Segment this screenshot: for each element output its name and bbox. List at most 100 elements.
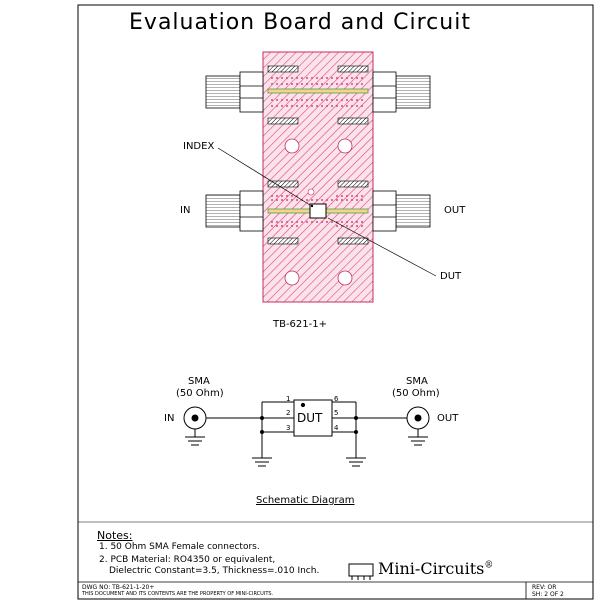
via-dot — [276, 199, 278, 201]
via-dot — [336, 199, 338, 201]
upper-pad-tr — [337, 65, 369, 73]
note-item: 1. 50 Ohm SMA Female connectors. — [99, 542, 260, 552]
via-dot — [336, 195, 338, 197]
notes-title: Notes: — [97, 529, 133, 542]
via-dot — [356, 225, 358, 227]
upper-through-line — [267, 65, 369, 125]
dut-pad-bl — [267, 237, 299, 245]
via-dot — [276, 221, 278, 223]
via-dot — [276, 99, 278, 101]
via-dot — [351, 77, 353, 79]
via-dot — [336, 83, 338, 85]
via-dot — [271, 83, 273, 85]
via-dot — [296, 225, 298, 227]
via-dot — [291, 199, 293, 201]
schematic-out-label: OUT — [437, 413, 459, 424]
schematic-in-label: IN — [164, 413, 175, 424]
via-dot — [356, 83, 358, 85]
via-dot — [271, 195, 273, 197]
via-dot — [351, 225, 353, 227]
board-out-label: OUT — [444, 205, 466, 216]
sheet-border — [77, 4, 594, 600]
via-dot — [301, 99, 303, 101]
page-title: Evaluation Board and Circuit — [129, 10, 471, 35]
evaluation-board — [205, 51, 437, 303]
mounting-holes — [284, 138, 353, 286]
via-dot — [311, 77, 313, 79]
via-dot — [316, 83, 318, 85]
via-dot — [271, 77, 273, 79]
via-dot — [351, 83, 353, 85]
note-item: 2. PCB Material: RO4350 or equivalent, — [99, 555, 276, 565]
pin-6-label: 6 — [334, 395, 339, 403]
via-dot — [321, 105, 323, 107]
via-dot — [336, 105, 338, 107]
dut-leader — [327, 217, 437, 277]
via-dot — [361, 105, 363, 107]
via-dot — [336, 99, 338, 101]
via-dot — [356, 195, 358, 197]
via-dot — [361, 83, 363, 85]
via-dot — [341, 221, 343, 223]
sma-left-impedance: (50 Ohm) — [176, 388, 224, 399]
via-dot — [356, 221, 358, 223]
via-dot — [341, 195, 343, 197]
via-dot — [336, 77, 338, 79]
via-dot — [331, 77, 333, 79]
via-dot — [281, 225, 283, 227]
via-dot — [321, 77, 323, 79]
via-dot — [356, 105, 358, 107]
upper-pad-bl — [267, 117, 299, 125]
via-dot — [271, 199, 273, 201]
upper-pad-br — [337, 117, 369, 125]
via-dot — [331, 99, 333, 101]
via-dot — [286, 225, 288, 227]
via-dot — [361, 195, 363, 197]
via-dot — [296, 99, 298, 101]
via-dot — [341, 105, 343, 107]
via-dot — [316, 221, 318, 223]
via-dot — [271, 99, 273, 101]
via-dot — [351, 199, 353, 201]
via-dot — [296, 221, 298, 223]
via-dot — [356, 199, 358, 201]
via-dot — [351, 105, 353, 107]
board-dut-label: DUT — [440, 271, 462, 282]
via-dot — [291, 225, 293, 227]
dut-pad-br — [337, 237, 369, 245]
via-dot — [301, 83, 303, 85]
via-dot — [326, 221, 328, 223]
pin-3-label: 3 — [286, 424, 291, 432]
via-dot — [291, 221, 293, 223]
via-dot — [306, 77, 308, 79]
via-dot — [331, 221, 333, 223]
via-dot — [351, 221, 353, 223]
via-dot — [346, 105, 348, 107]
via-dot — [301, 221, 303, 223]
via-dot — [321, 99, 323, 101]
index-leader — [217, 147, 311, 206]
board-connector-top-left — [205, 71, 264, 113]
board-connector-top-right — [372, 71, 431, 113]
schematic-dut-box — [293, 399, 333, 437]
index-dot — [310, 204, 314, 208]
board-in-label: IN — [180, 205, 191, 216]
via-dot — [331, 105, 333, 107]
via-dot — [331, 199, 333, 201]
dut-pad-tr — [337, 180, 369, 188]
via-dot — [336, 225, 338, 227]
via-dot — [281, 195, 283, 197]
dut-trace-right — [325, 208, 369, 214]
via-dot — [276, 105, 278, 107]
mini-circuits-logo-icon — [348, 563, 374, 580]
dut-trace-left — [267, 208, 311, 214]
via-dot — [281, 77, 283, 79]
via-dot — [361, 199, 363, 201]
via-dot — [321, 199, 323, 201]
via-dot — [346, 221, 348, 223]
via-dot — [281, 105, 283, 107]
via-dot — [276, 83, 278, 85]
via-dot — [281, 99, 283, 101]
via-dot — [276, 77, 278, 79]
via-dot — [291, 83, 293, 85]
